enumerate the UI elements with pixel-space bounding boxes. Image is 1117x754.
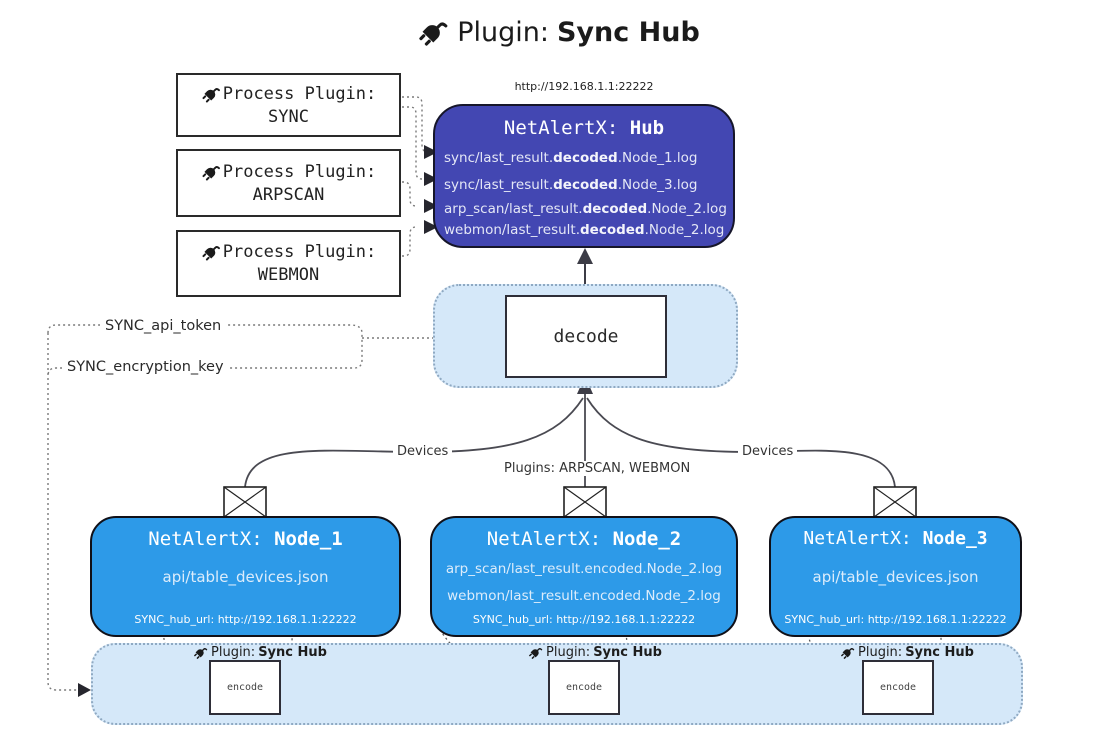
encode-plugin-label: Plugin:Sync Hub [528, 644, 662, 661]
plug-icon [529, 648, 543, 659]
node-file-line: arp_scan/last_result.encoded.Node_2.log [445, 561, 723, 577]
node-3-box: NetAlertX: Node_3 api/table_devices.json… [769, 516, 1022, 637]
node-file-line: api/table_devices.json [162, 568, 329, 586]
plug-icon [202, 246, 220, 261]
hub-box: NetAlertX: Hub sync/last_result.decoded.… [433, 104, 735, 248]
node-hub-url: SYNC_hub_url: http://192.168.1.1:22222 [134, 613, 357, 626]
process-plugin-name: SYNC [268, 106, 309, 127]
envelope-icon [563, 486, 607, 518]
node-title: NetAlertX: Node_1 [148, 528, 343, 550]
process-plugin-webmon: Process Plugin: WEBMON [176, 230, 401, 297]
node-title: NetAlertX: Node_3 [803, 528, 988, 549]
encode-box: encode [862, 660, 934, 715]
band-input-arrow [78, 683, 91, 697]
encode-plugin-label: Plugin:Sync Hub [193, 644, 327, 661]
page-title: Plugin: Sync Hub [0, 16, 1117, 48]
decode-to-hub-arrow [577, 248, 593, 284]
process-plugin-arpscan: Process Plugin: ARPSCAN [176, 149, 401, 217]
encode-box: encode [209, 660, 281, 715]
process-plugin-label: Process Plugin: [222, 242, 377, 262]
process-plugin-label: Process Plugin: [222, 161, 377, 182]
hub-file-line: arp_scan/last_result.decoded.Node_2.log [444, 201, 727, 217]
encode-box: encode [548, 660, 620, 715]
title-prefix: Plugin: [457, 16, 549, 48]
hub-file-line: sync/last_result.decoded.Node_1.log [444, 150, 698, 166]
hub-file-line: webmon/last_result.decoded.Node_2.log [444, 222, 725, 238]
sync-encryption-key-label: SYNC_encryption_key [62, 359, 229, 375]
plug-icon [202, 87, 220, 103]
node-file-line: api/table_devices.json [812, 568, 979, 586]
plug-icon [194, 648, 208, 659]
node-2-box: NetAlertX: Node_2 arp_scan/last_result.e… [430, 516, 738, 637]
envelope-icons [223, 486, 917, 518]
plug-icon [202, 165, 220, 181]
envelope-icon [223, 486, 267, 518]
title-name: Sync Hub [556, 16, 700, 48]
process-plugin-name: WEBMON [257, 265, 320, 285]
process-plugin-sync: Process Plugin: SYNC [176, 73, 401, 137]
hub-url-label: http://192.168.1.1:22222 [514, 80, 654, 93]
plugins-label-mid: Plugins: ARPSCAN, WEBMON [500, 461, 695, 476]
node-hub-url: SYNC_hub_url: http://192.168.1.1:22222 [784, 613, 1007, 626]
sync-api-token-label: SYNC_api_token [100, 318, 227, 334]
node-title: NetAlertX: Node_2 [486, 528, 682, 550]
node-hub-url: SYNC_hub_url: http://192.168.1.1:22222 [472, 613, 696, 626]
decode-box: decode [505, 295, 667, 378]
node-1-box: NetAlertX: Node_1 api/table_devices.json… [90, 516, 401, 637]
process-plugin-label: Process Plugin: [222, 83, 377, 104]
envelope-icon [873, 486, 917, 518]
devices-label-right: Devices [738, 444, 798, 459]
process-plugin-name: ARPSCAN [252, 184, 325, 205]
hub-file-line: sync/last_result.decoded.Node_3.log [444, 177, 698, 193]
devices-label-left: Devices [393, 444, 453, 459]
encode-plugin-label: Plugin:Sync Hub [840, 644, 974, 661]
plugin-to-hub-connectors [397, 96, 429, 257]
hub-title: NetAlertX: Hub [503, 117, 665, 139]
plug-icon [841, 648, 855, 659]
node-file-line: webmon/last_result.encoded.Node_2.log [447, 588, 721, 604]
plug-icon [419, 22, 448, 46]
